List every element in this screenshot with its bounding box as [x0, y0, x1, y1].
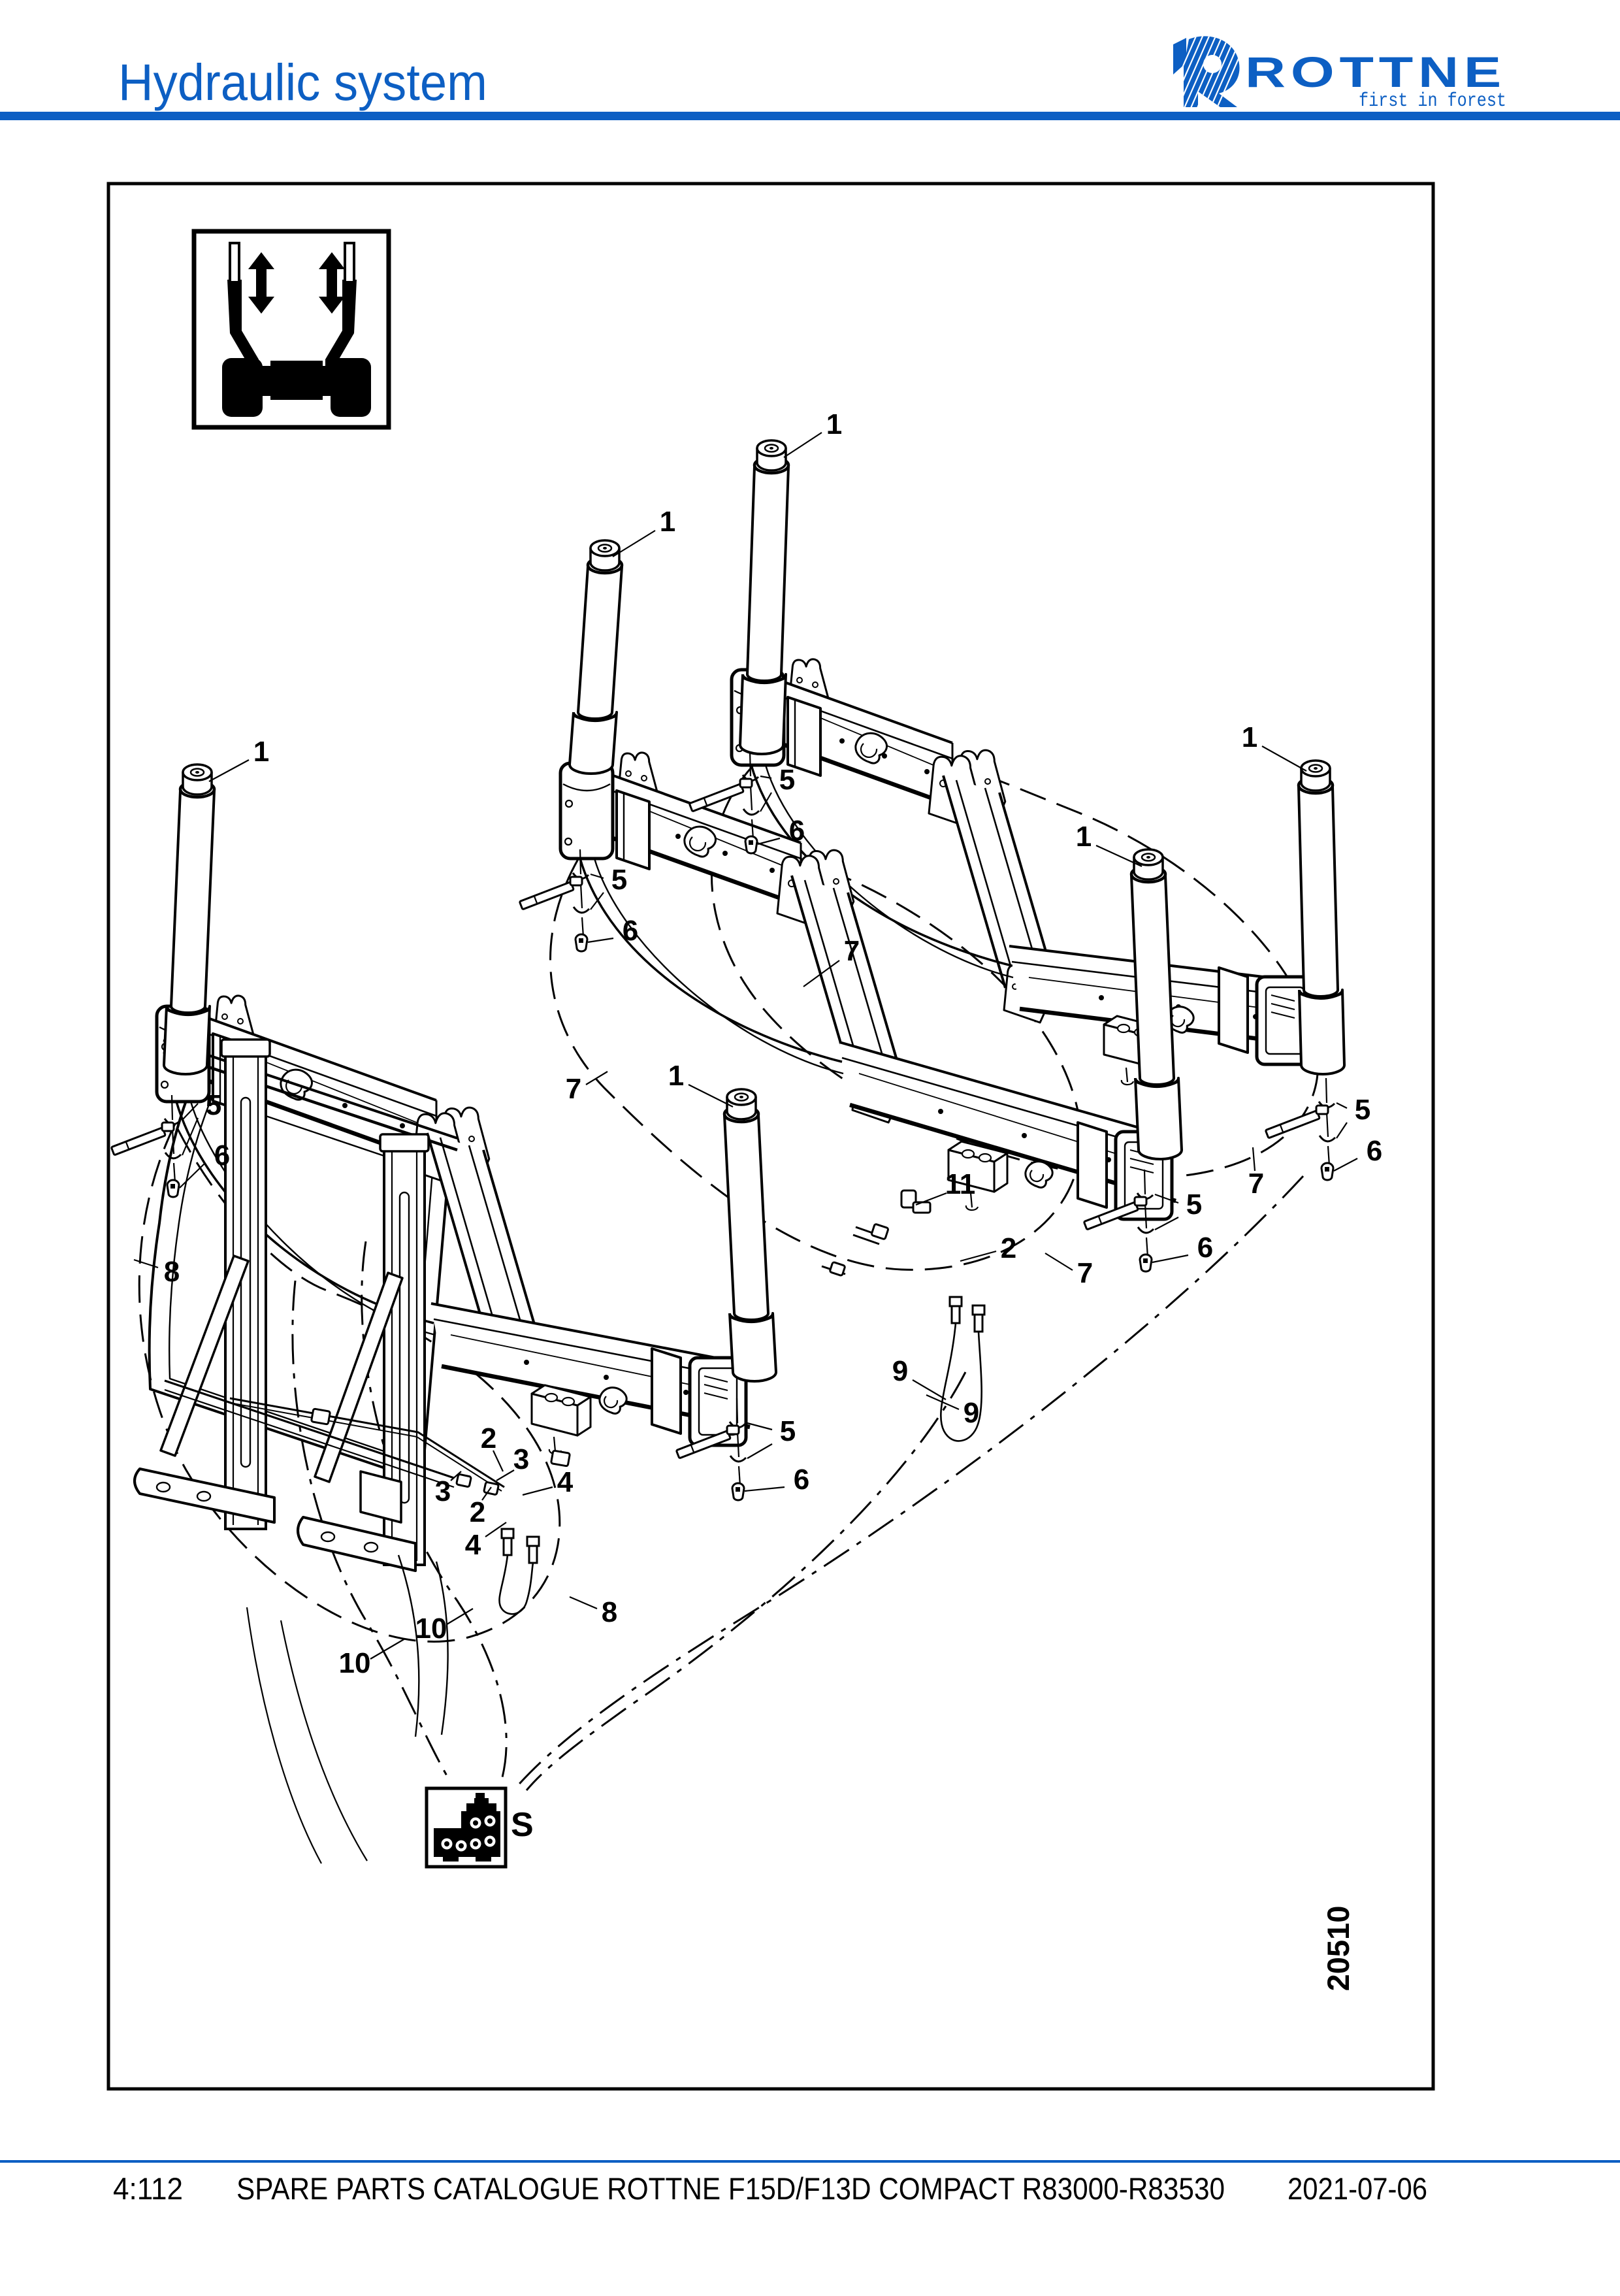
- svg-text:10: 10: [415, 1613, 447, 1645]
- svg-text:6: 6: [794, 1464, 809, 1496]
- svg-text:6: 6: [214, 1140, 230, 1172]
- svg-text:6: 6: [623, 915, 638, 947]
- svg-text:Hydraulic system: Hydraulic system: [118, 53, 487, 111]
- svg-text:6: 6: [1197, 1232, 1213, 1264]
- svg-text:S: S: [511, 1806, 534, 1844]
- svg-text:first in forest: first in forest: [1359, 90, 1506, 112]
- svg-text:6: 6: [789, 815, 805, 847]
- svg-text:2: 2: [1001, 1232, 1016, 1264]
- svg-text:5: 5: [611, 864, 627, 896]
- svg-text:3: 3: [435, 1475, 451, 1507]
- svg-text:9: 9: [964, 1397, 979, 1429]
- svg-text:3: 3: [513, 1443, 529, 1475]
- svg-text:7: 7: [844, 935, 860, 967]
- svg-text:8: 8: [602, 1596, 617, 1628]
- svg-text:20510: 20510: [1321, 1906, 1355, 1992]
- svg-text:5: 5: [1186, 1189, 1202, 1221]
- svg-text:4: 4: [465, 1529, 481, 1561]
- svg-text:1: 1: [253, 736, 269, 768]
- svg-text:1: 1: [1242, 721, 1257, 753]
- svg-text:6: 6: [1367, 1135, 1382, 1167]
- svg-text:7: 7: [566, 1073, 581, 1105]
- svg-text:ROTTNE: ROTTNE: [1245, 48, 1506, 96]
- svg-text:2021-07-06: 2021-07-06: [1288, 2171, 1427, 2206]
- svg-text:2: 2: [481, 1422, 496, 1454]
- svg-text:1: 1: [660, 506, 675, 538]
- svg-text:1: 1: [826, 408, 842, 440]
- svg-text:2: 2: [470, 1496, 485, 1528]
- svg-text:1: 1: [668, 1060, 684, 1092]
- svg-text:4:112: 4:112: [113, 2171, 183, 2206]
- svg-text:11: 11: [945, 1168, 976, 1200]
- svg-text:7: 7: [1248, 1168, 1264, 1200]
- svg-text:10: 10: [339, 1647, 371, 1679]
- svg-text:1: 1: [1076, 821, 1092, 853]
- svg-text:5: 5: [1355, 1094, 1370, 1126]
- svg-text:4: 4: [557, 1466, 574, 1498]
- svg-text:7: 7: [1077, 1257, 1093, 1289]
- svg-text:5: 5: [780, 1415, 796, 1447]
- svg-text:9: 9: [892, 1355, 908, 1387]
- svg-text:SPARE PARTS CATALOGUE ROTTNE F: SPARE PARTS CATALOGUE ROTTNE F15D/F13D C…: [236, 2171, 1225, 2206]
- svg-text:5: 5: [206, 1089, 221, 1121]
- svg-text:8: 8: [164, 1256, 180, 1288]
- svg-text:5: 5: [779, 764, 795, 796]
